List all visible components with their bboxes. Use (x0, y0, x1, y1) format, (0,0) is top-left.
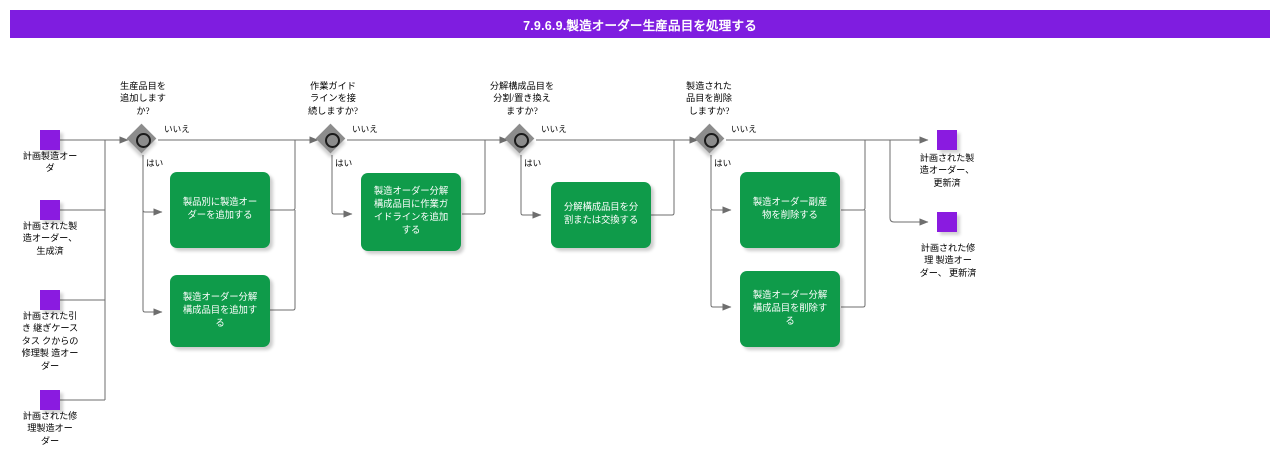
process-node-3[interactable]: 製造オーダー分解構成品目に作業ガイドラインを追加する (361, 173, 461, 251)
input-node-1-label: 計画製造オーダ (22, 151, 78, 174)
process-node-1[interactable]: 製品別に製造オーダーを追加する (170, 172, 270, 248)
input-node-2[interactable] (40, 200, 60, 220)
decision-4-question: 製造された品目を削除しますか? (686, 81, 732, 116)
circle-icon (324, 132, 340, 148)
process-node-5[interactable]: 製造オーダー副産物を削除する (740, 172, 840, 248)
input-node-1[interactable] (40, 130, 60, 150)
process-node-4-label: 分解構成品目を分割または交換する (563, 203, 639, 226)
decision-node-2[interactable] (315, 123, 347, 155)
decision-1-question: 生産品目を追加しますか? (120, 81, 166, 116)
decision-node-4[interactable] (694, 123, 726, 155)
input-node-2-label: 計画された製造オーダー、生成済 (22, 221, 78, 256)
output-node-2[interactable] (937, 212, 957, 232)
process-node-2[interactable]: 製造オーダー分解構成品目を追加する (170, 275, 270, 347)
decision-3-no-label: いいえ (541, 124, 567, 134)
input-node-3[interactable] (40, 290, 60, 310)
output-node-1-label: 計画された製造オーダー、更新済 (919, 153, 975, 188)
output-node-1[interactable] (937, 130, 957, 150)
decision-3-question: 分解構成品目を分割/置き換えますか? (489, 81, 555, 116)
decision-node-1[interactable] (126, 123, 158, 155)
process-node-5-label: 製造オーダー副産物を削除する (752, 198, 828, 221)
process-node-6-label: 製造オーダー分解構成品目を削除する (752, 290, 828, 327)
decision-2-yes-label: はい (335, 158, 353, 168)
process-node-6[interactable]: 製造オーダー分解構成品目を削除する (740, 271, 840, 347)
decision-1-no-label: いいえ (164, 124, 190, 134)
process-node-1-label: 製品別に製造オーダーを追加する (182, 198, 258, 221)
decision-4-no-label: いいえ (731, 124, 757, 134)
decision-1-yes-label: はい (146, 158, 164, 168)
decision-2-no-label: いいえ (352, 124, 378, 134)
circle-icon (513, 132, 529, 148)
circle-icon (703, 132, 719, 148)
output-node-2-label: 計画された修理 製造オーダー、 更新済 (919, 243, 977, 278)
process-node-4[interactable]: 分解構成品目を分割または交換する (551, 182, 651, 248)
circle-icon (135, 132, 151, 148)
decision-node-3[interactable] (504, 123, 536, 155)
title-bar: 7.9.6.9.製造オーダー生産品目を処理する (10, 10, 1270, 38)
input-node-3-label: 計画された引き 継ぎケースタス クからの修理製 造オーダー (21, 311, 79, 371)
decision-2-question: 作業ガイドラインを接続しますか? (307, 81, 358, 116)
page-title: 7.9.6.9.製造オーダー生産品目を処理する (523, 18, 757, 33)
process-node-3-label: 製造オーダー分解構成品目に作業ガイドラインを追加する (373, 187, 449, 236)
decision-4-yes-label: はい (714, 158, 732, 168)
input-node-4[interactable] (40, 390, 60, 410)
decision-3-yes-label: はい (524, 158, 542, 168)
input-node-4-label: 計画された修理製造オーダー (22, 411, 78, 446)
process-node-2-label: 製造オーダー分解構成品目を追加する (182, 292, 258, 329)
